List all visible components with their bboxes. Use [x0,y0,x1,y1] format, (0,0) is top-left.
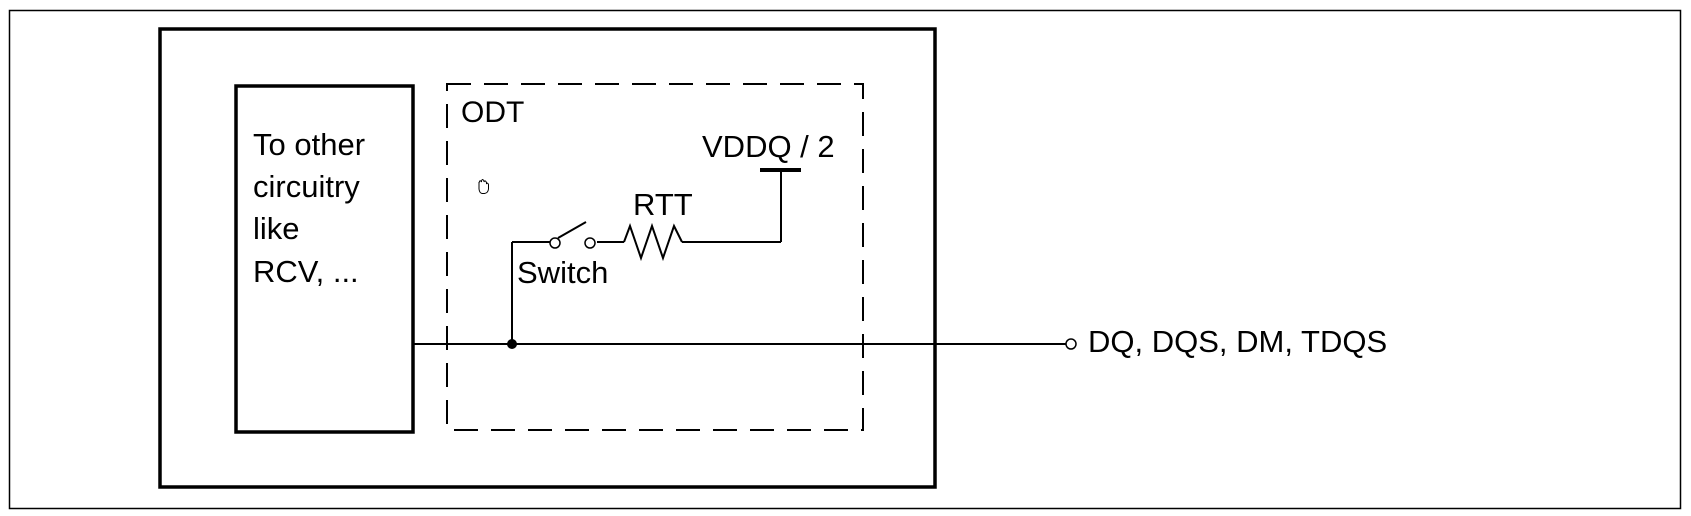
odt-dashed-boundary [446,83,864,431]
switch-blade [557,221,587,239]
hand-cursor-icon [478,179,489,194]
circuitry-block-line-3: like [253,211,300,246]
junction-dot [507,339,517,349]
supply-voltage-label: VDDQ / 2 [702,129,835,164]
circuitry-block-line-1: To other [253,127,365,162]
switch-contact-right [584,237,596,249]
odt-block: ODT [446,83,864,431]
resistor-zigzag [623,222,683,262]
circuitry-block-box [234,84,415,434]
output-terminal-label: DQ, DQS, DM, TDQS [1088,324,1387,359]
rtt-resistor [597,222,781,262]
output-terminal [1065,338,1077,350]
switch-label: Switch [517,255,608,290]
device-boundary-box [158,27,937,489]
circuitry-block-line-2: circuitry [253,169,360,204]
circuitry-block-line-4: RCV, ... [253,254,359,289]
circuitry-block: To other circuitry like RCV, ... [234,84,415,434]
odt-label: ODT [461,96,524,129]
odt-switch [511,221,596,344]
rtt-label: RTT [633,187,693,222]
figure-frame [8,9,1682,510]
switch-contact-left [549,237,561,249]
